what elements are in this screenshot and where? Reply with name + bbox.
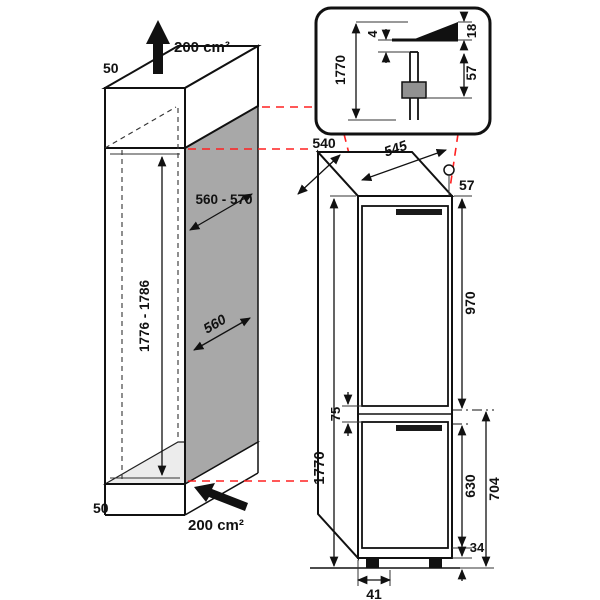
hinge-block	[401, 81, 427, 99]
airflow-arrow-top-icon	[146, 20, 170, 74]
left-foot	[366, 558, 379, 568]
niche-bottom-vent-label: 200 cm²	[188, 517, 244, 534]
dim-foot-height: 34	[452, 540, 494, 581]
detail-inset: 1770 4 18 57	[314, 6, 492, 136]
dim-niche-width: 560 - 570	[189, 192, 253, 231]
appliance-width-label: 540	[312, 135, 336, 151]
dim-niche-height: 1776 - 1786	[110, 153, 180, 479]
door-gap-label: 75	[328, 407, 343, 421]
niche-width-label: 560 - 570	[195, 192, 252, 207]
appliance-drawing: 540 545 57 970 630 704 34	[297, 135, 502, 600]
inset-gap-label: 4	[365, 30, 380, 38]
niche-back-panel	[184, 104, 259, 486]
lower-door-height-label: 630	[462, 474, 478, 498]
dim-upper-door: 970	[457, 197, 478, 410]
dim-appliance-height: 1770	[311, 195, 356, 568]
dim-lower-door: 630	[452, 424, 478, 549]
upper-door-handle	[396, 209, 442, 215]
lower-door-handle	[396, 425, 442, 431]
lower-door	[361, 421, 449, 549]
hinge-circle-icon	[443, 164, 455, 176]
hinge-clearance-label: 57	[459, 177, 475, 193]
appliance-depth-label: 545	[382, 137, 409, 160]
niche-height-label: 1776 - 1786	[137, 279, 152, 352]
niche-top-cabinet	[101, 44, 262, 150]
inset-worktop-dim: 18	[458, 11, 479, 51]
appliance-wall-section	[401, 51, 427, 120]
dim-base-recess: 41	[356, 560, 392, 600]
niche-top-clearance-label: 50	[103, 60, 119, 76]
inset-gap-dim: 4	[365, 29, 410, 63]
base-recess-label: 41	[366, 586, 382, 600]
upper-door	[361, 205, 449, 407]
niche-top-vent-label: 200 cm²	[174, 39, 230, 56]
right-foot	[429, 558, 442, 568]
niche-column-edges	[104, 106, 259, 516]
inset-niche-height-dim: 1770	[333, 21, 408, 121]
lower-section-height-label: 704	[486, 477, 502, 501]
inset-clearance-label: 57	[464, 65, 479, 80]
inset-worktop-label: 18	[464, 24, 479, 38]
foot-height-label: 34	[470, 540, 485, 555]
appliance-height-label: 1770	[311, 451, 328, 484]
worktop-section	[392, 22, 458, 42]
airflow-arrow-bottom-icon	[194, 483, 248, 511]
dim-appliance-depth: 545	[361, 137, 447, 181]
inset-clearance-dim: 57	[426, 52, 479, 99]
dim-lower-section: 704	[481, 410, 502, 568]
upper-door-height-label: 970	[462, 291, 478, 315]
appliance-side-face	[317, 149, 359, 561]
dim-appliance-width: 540	[297, 135, 341, 195]
niche-bottom-clearance-label: 50	[93, 500, 109, 516]
inset-niche-height-label: 1770	[333, 55, 348, 85]
niche-drawing: 560 - 570 1776 - 1786 560 50 200 cm² 50 …	[93, 20, 262, 534]
